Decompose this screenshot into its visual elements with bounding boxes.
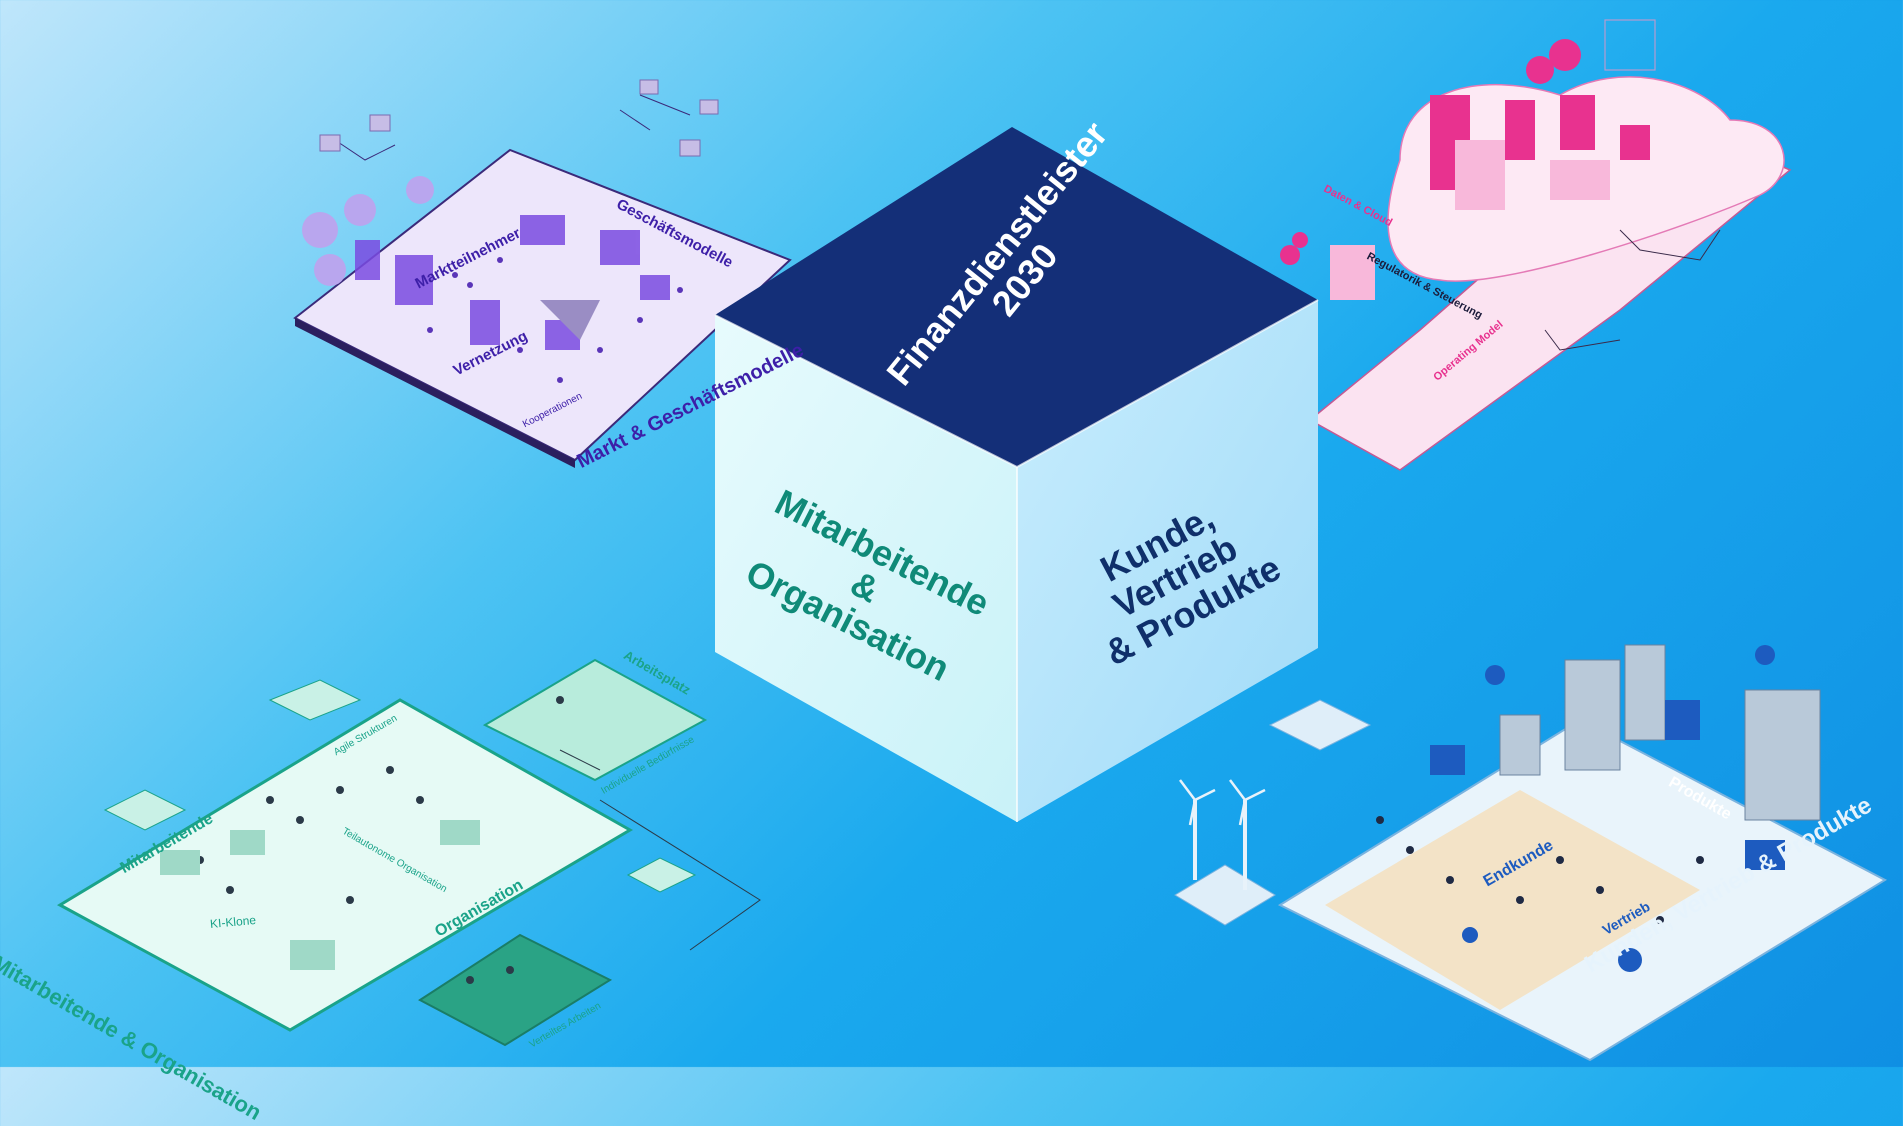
employees-board	[56, 658, 761, 1047]
customers-board	[1174, 644, 1888, 1062]
market-board	[293, 79, 792, 468]
operating-board	[1280, 19, 1792, 471]
central-cube	[714, 127, 1319, 822]
illustration-scene: Finanzdienstleister 2030 Mitarbeitende &…	[0, 19, 1888, 1125]
isometric-boards	[56, 19, 1888, 1062]
